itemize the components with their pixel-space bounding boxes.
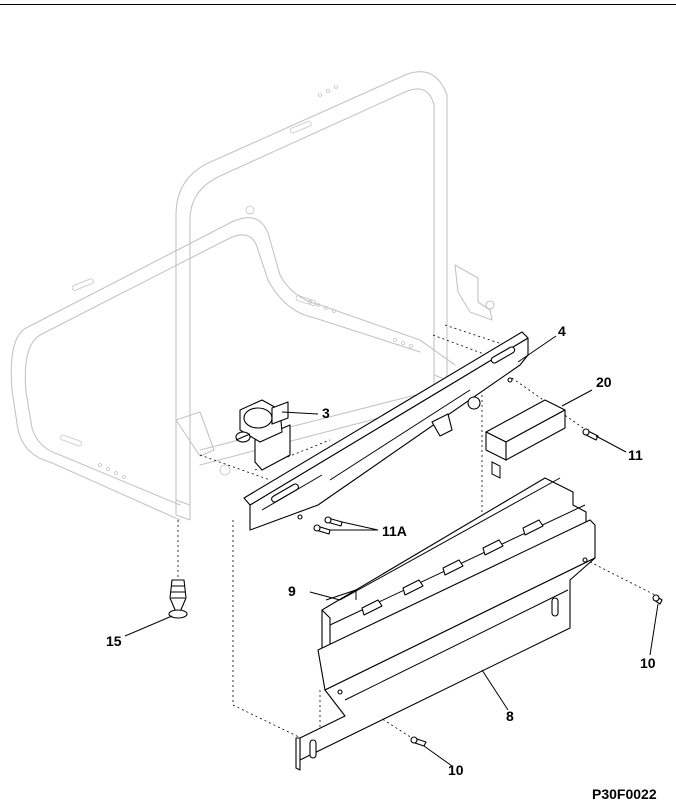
part-8-toe-panel [295,519,596,771]
screw-10-bottom [410,736,427,747]
screws-11a [313,516,343,535]
drawing-code: P30F0022 [592,786,657,802]
callout-15: 15 [106,633,122,649]
screw-10-right [652,594,663,605]
callout-10-bottom: 10 [448,762,464,778]
callout-4: 4 [558,323,566,339]
part-3-valve [235,399,291,471]
tub-frame [10,71,495,521]
screw-15 [168,579,188,619]
callout-11: 11 [628,447,643,463]
top-rule [0,4,676,5]
screw-11 [582,428,599,441]
part-20-cover [485,399,566,479]
leader-lines [124,335,659,767]
callout-11a: 11A [382,523,407,539]
part-9-panel [321,477,587,655]
part-4-bracket [243,331,529,531]
callouts: 4 3 20 11 11A 9 15 10 8 10 [106,323,656,778]
callout-10-right: 10 [640,655,656,671]
callout-9: 9 [288,583,296,599]
callout-8: 8 [506,708,514,724]
callout-3: 3 [322,405,330,421]
callout-20: 20 [596,374,612,390]
